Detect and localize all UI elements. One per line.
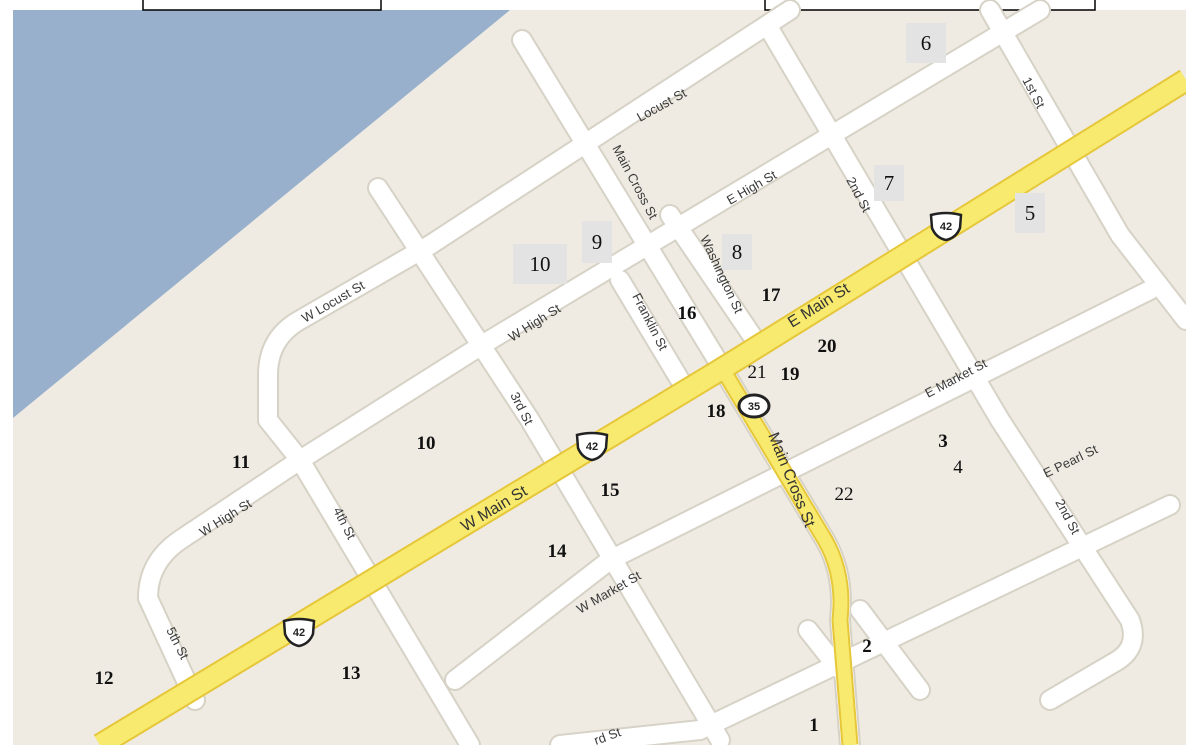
marker-m4: 4	[953, 457, 963, 478]
marker-number: 2	[862, 636, 872, 657]
marker-m13: 13	[342, 663, 361, 684]
marker-m5: 5	[1015, 193, 1045, 233]
locust-street-road	[421, 1, 799, 254]
marker-number: 16	[678, 303, 697, 324]
fourth-street-road	[259, 411, 479, 745]
shield-number: 35	[748, 401, 760, 413]
e-market-street-road	[601, 281, 1159, 569]
marker-m2: 2	[862, 636, 872, 657]
marker-box	[906, 23, 946, 63]
shield-number: 42	[586, 441, 598, 453]
shield-number: 42	[940, 221, 952, 233]
sr-35-highway	[716, 364, 857, 745]
marker-m22: 22	[835, 484, 854, 505]
marker-box	[722, 234, 752, 270]
marker-box	[513, 244, 567, 284]
marker-number: 5	[1025, 201, 1036, 225]
shield-outline	[575, 431, 609, 462]
marker-number: 11	[232, 452, 250, 473]
marker-m19: 19	[781, 364, 800, 385]
marker-number: 21	[748, 362, 767, 383]
marker-m12: 12	[95, 668, 114, 689]
w-high-street-road	[139, 331, 499, 607]
marker-number: 8	[732, 240, 743, 264]
washington-street-road	[661, 206, 764, 349]
marker-m7: 7	[874, 165, 904, 201]
top-strip	[0, 0, 1186, 10]
marker-m10b: 10	[417, 433, 436, 454]
marker-m1: 1	[809, 715, 819, 736]
marker-number: 9	[592, 230, 603, 254]
street-stub	[799, 621, 847, 677]
marker-m8: 8	[722, 234, 752, 270]
marker-m21: 21	[748, 362, 767, 383]
bottom-street-road	[551, 721, 709, 745]
location-markers: 6 7 5 9 10 8 17 16 20 21 19 18 34 10 11 15 22 14 2 12 13 1	[95, 23, 1045, 736]
marker-box	[1015, 193, 1045, 233]
marker-number: 15	[601, 480, 620, 501]
marker-m20: 20	[818, 336, 837, 357]
e-high-street-road	[481, 1, 1049, 349]
marker-m14: 14	[548, 541, 568, 562]
title-box-left	[142, 0, 382, 11]
street-stub	[851, 601, 929, 699]
marker-m6: 6	[906, 23, 946, 63]
marker-m3: 3	[938, 431, 948, 452]
shield-us42-west-icon: 42	[282, 617, 316, 648]
shield-outline	[929, 211, 963, 242]
marker-number: 14	[548, 541, 568, 562]
marker-number: 6	[921, 31, 932, 55]
shield-oval	[737, 393, 771, 419]
marker-m17: 17	[762, 285, 782, 306]
marker-number: 1	[809, 715, 819, 736]
left-strip	[0, 0, 13, 745]
marker-number: 3	[938, 431, 948, 452]
marker-number: 22	[835, 484, 854, 505]
marker-m11: 11	[232, 452, 250, 473]
second-street-road	[761, 21, 1142, 709]
marker-m15: 15	[601, 480, 620, 501]
river-water	[13, 10, 510, 418]
marker-m16: 16	[678, 303, 697, 324]
marker-number: 10	[530, 252, 551, 276]
shield-us42-center-icon: 42	[575, 431, 609, 462]
marker-m10a: 10	[513, 244, 567, 284]
marker-number: 12	[95, 668, 114, 689]
marker-number: 10	[417, 433, 436, 454]
marker-number: 7	[884, 171, 895, 195]
third-street-road	[369, 179, 729, 745]
shield-number: 42	[293, 627, 305, 639]
shield-sr35-icon: 35	[737, 393, 771, 419]
route-shields: 42 42 42 35	[282, 211, 963, 648]
shield-outline	[282, 617, 316, 648]
marker-m18: 18	[707, 401, 726, 422]
marker-box	[874, 165, 904, 201]
marker-number: 17	[762, 285, 782, 306]
w-locust-street-road	[259, 236, 439, 429]
marker-number: 20	[818, 336, 837, 357]
marker-m9: 9	[582, 221, 612, 263]
w-market-street-road	[446, 551, 619, 689]
first-street-road	[981, 1, 1186, 329]
marker-number: 19	[781, 364, 800, 385]
e-pearl-street-road	[691, 496, 1179, 739]
marker-number: 13	[342, 663, 361, 684]
marker-number: 4	[953, 457, 963, 478]
title-box-right	[764, 0, 1096, 11]
shield-us42-east-icon: 42	[929, 211, 963, 242]
franklin-street-road	[611, 271, 689, 389]
marker-number: 18	[707, 401, 726, 422]
main-cross-street-north-road	[513, 31, 731, 377]
marker-box	[582, 221, 612, 263]
